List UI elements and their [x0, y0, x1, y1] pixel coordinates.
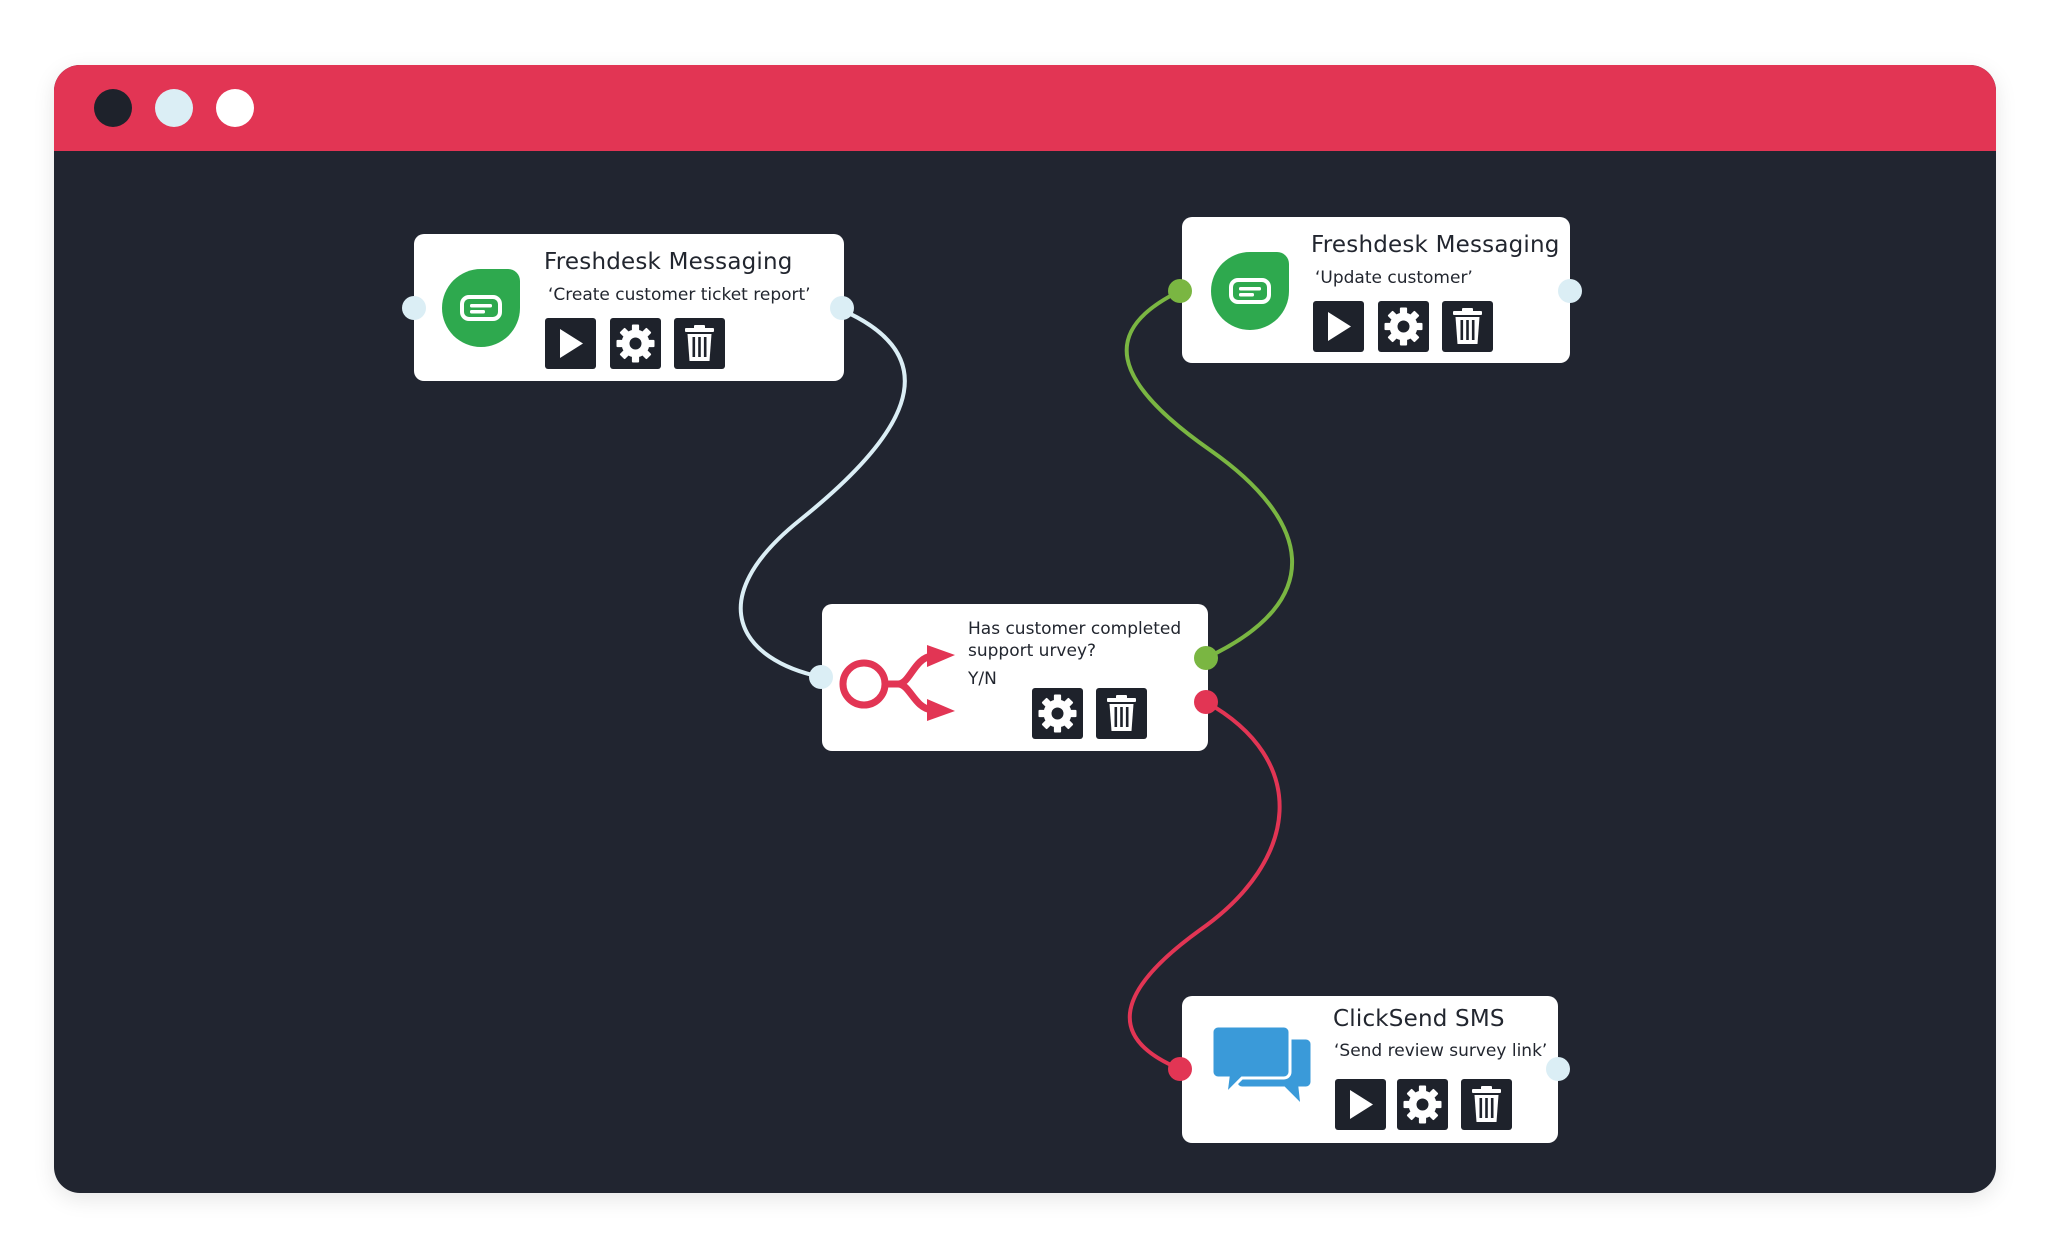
gear-icon: [610, 318, 661, 369]
delete-button[interactable]: [1442, 301, 1493, 352]
wire-create-to-condition: [738, 308, 907, 679]
settings-button[interactable]: [610, 318, 661, 369]
run-button[interactable]: [1313, 301, 1364, 352]
settings-button[interactable]: [1032, 688, 1083, 739]
clicksend-sms-node[interactable]: ClickSend SMS ‘Send review survey link’: [1182, 996, 1558, 1143]
play-icon: [1335, 1079, 1386, 1130]
node-title: ClickSend SMS: [1333, 1006, 1505, 1032]
node-subtitle: ‘Update customer’: [1315, 268, 1473, 288]
speech-bubbles-icon: [1212, 1026, 1312, 1110]
app-window: [54, 65, 1996, 1193]
trash-icon: [674, 318, 725, 369]
condition-node[interactable]: Has customer completed support urvey? Y/…: [822, 604, 1208, 751]
output-port[interactable]: [830, 296, 854, 320]
settings-button[interactable]: [1378, 301, 1429, 352]
run-button[interactable]: [1335, 1079, 1386, 1130]
settings-button[interactable]: [1397, 1079, 1448, 1130]
freshdesk-chat-icon: [442, 269, 520, 347]
maximize-window-dot[interactable]: [216, 89, 254, 127]
delete-button[interactable]: [1096, 688, 1147, 739]
delete-button[interactable]: [674, 318, 725, 369]
delete-button[interactable]: [1461, 1079, 1512, 1130]
close-window-dot[interactable]: [94, 89, 132, 127]
trash-icon: [1096, 688, 1147, 739]
wire-condition-no-to-sms: [1127, 700, 1282, 1071]
condition-question-line-2: support urvey?: [968, 641, 1097, 661]
play-icon: [1313, 301, 1364, 352]
run-button[interactable]: [545, 318, 596, 369]
title-bar: [54, 65, 1996, 151]
play-icon: [545, 318, 596, 369]
condition-answer: Y/N: [968, 669, 997, 689]
freshdesk-update-node[interactable]: Freshdesk Messaging ‘Update customer’: [1182, 217, 1570, 363]
wire-condition-yes-to-update: [1124, 289, 1295, 660]
node-subtitle: ‘Send review survey link’: [1334, 1041, 1548, 1061]
node-title: Freshdesk Messaging: [544, 249, 793, 275]
input-port[interactable]: [1168, 1057, 1192, 1081]
branch-split-icon: [839, 645, 955, 721]
gear-icon: [1032, 688, 1083, 739]
gear-icon: [1378, 301, 1429, 352]
freshdesk-chat-icon: [1211, 252, 1289, 330]
no-output-port[interactable]: [1194, 690, 1218, 714]
minimize-window-dot[interactable]: [155, 89, 193, 127]
trash-icon: [1461, 1079, 1512, 1130]
yes-output-port[interactable]: [1194, 646, 1218, 670]
input-port[interactable]: [809, 665, 833, 689]
output-port[interactable]: [1546, 1057, 1570, 1081]
input-port[interactable]: [1168, 279, 1192, 303]
node-title: Freshdesk Messaging: [1311, 232, 1560, 258]
output-port[interactable]: [1558, 279, 1582, 303]
trash-icon: [1442, 301, 1493, 352]
condition-question-line-1: Has customer completed: [968, 619, 1182, 639]
input-port[interactable]: [402, 296, 426, 320]
gear-icon: [1397, 1079, 1448, 1130]
node-subtitle: ‘Create customer ticket report’: [548, 285, 811, 305]
freshdesk-create-node[interactable]: Freshdesk Messaging ‘Create customer tic…: [414, 234, 844, 381]
